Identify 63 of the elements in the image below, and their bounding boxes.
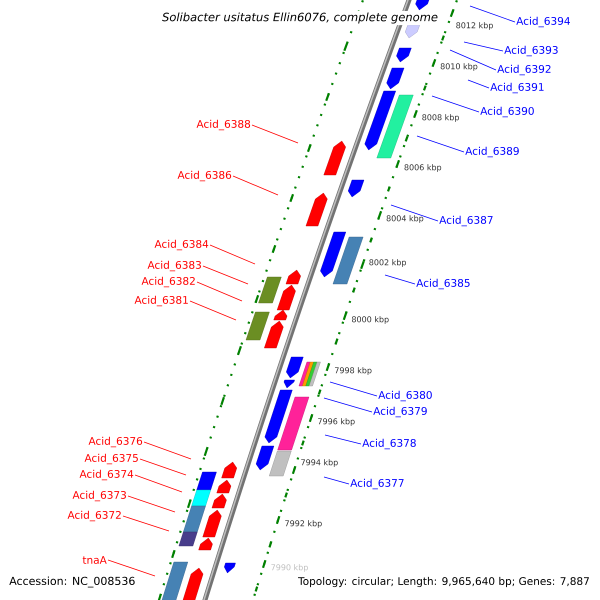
gene-label: Acid_6378 (362, 438, 416, 450)
gene-label: Acid_6387 (439, 216, 493, 226)
leader-line (468, 80, 490, 88)
leader-line (122, 516, 170, 532)
gene-label: Acid_6374 (80, 470, 134, 480)
tick-label: 8006 kbp (404, 164, 442, 172)
tick-label: 8010 kbp (440, 63, 478, 71)
leader-line (464, 42, 504, 52)
leader-line (190, 300, 236, 320)
tick-label: 7996 kbp (318, 418, 355, 426)
leader-line (324, 476, 350, 484)
leader-line (210, 244, 256, 264)
leader-line (144, 442, 192, 460)
leader-line (384, 274, 416, 284)
leader-line (134, 474, 182, 492)
gene-label: Acid_6383 (148, 260, 201, 272)
leader-line (196, 282, 242, 302)
title: Solibacter usitatus Ellin6076, complete genome (160, 10, 440, 26)
leader-line (232, 176, 278, 196)
gene-label: Acid_6392 (497, 64, 550, 76)
tick-label: 8004 kbp (386, 215, 424, 223)
gene-label: Acid_6375 (84, 454, 138, 464)
leader-line (432, 96, 480, 112)
tick-label: 8012 kbp (456, 22, 493, 30)
leader-line (330, 382, 378, 396)
gene-label: Acid_6380 (378, 390, 432, 402)
gene-label: Acid_6372 (68, 510, 121, 522)
gene-label: Acid_6394 (516, 16, 570, 28)
gene-label: Acid_6391 (490, 82, 544, 94)
topology-text: Topology: circular; Length: 9,965,640 bp; Genes: 7,887 (297, 576, 591, 588)
leader-line (470, 6, 516, 22)
gene-label: Acid_6388 (196, 120, 250, 130)
leader-line (202, 266, 248, 284)
leader-line (140, 458, 186, 476)
leader-line (324, 434, 362, 444)
gene-label: Acid_6381 (134, 296, 188, 306)
leader-line (416, 136, 464, 152)
gene-label: Acid_6385 (416, 278, 470, 290)
tick-label: 8008 kbp (422, 114, 459, 122)
tick-label: 7992 kbp (285, 520, 322, 528)
gene-label: Acid_6390 (480, 106, 534, 118)
tick-label: 7994 kbp (301, 459, 338, 467)
tick-label: 7990 kbp (271, 564, 308, 572)
gene-label: Acid_6382 (142, 276, 195, 288)
gene-label: Acid_6393 (504, 46, 558, 56)
gene-label: Acid_6384 (154, 240, 208, 250)
leader-line (108, 560, 156, 576)
leader-line (390, 204, 438, 222)
leader-line (324, 398, 372, 412)
gene-label: Acid_6389 (465, 146, 519, 158)
gene-label: Acid_6376 (88, 436, 142, 448)
tick-label: 7998 kbp (334, 367, 372, 375)
leader-line (252, 124, 298, 144)
gene-label: Acid_6373 (72, 490, 126, 502)
gene-label: tnaA (82, 556, 107, 564)
tick-label: 8002 kbp (369, 259, 406, 267)
leader-line (128, 496, 176, 512)
tick-label: 8000 kbp (352, 316, 389, 324)
accession-text: Accession: NC_008536 (8, 576, 136, 588)
gene-label: Acid_6377 (350, 478, 404, 490)
gene-label: Acid_6379 (373, 406, 427, 418)
leader-line (450, 50, 496, 70)
gene-label: Acid_6386 (178, 170, 232, 182)
